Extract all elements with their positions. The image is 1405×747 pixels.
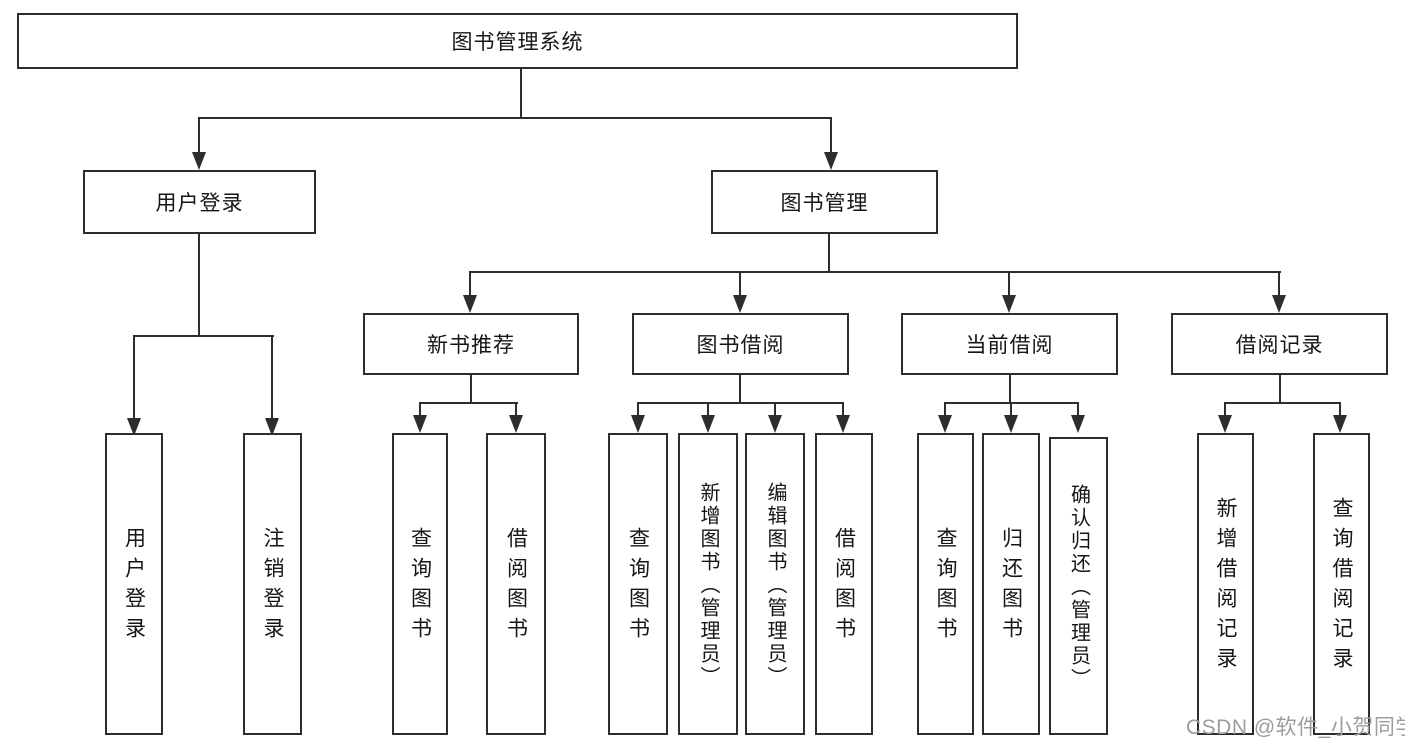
node-book-borrowing: 图书借阅	[632, 313, 849, 375]
node-new-book-recommend: 新书推荐	[363, 313, 579, 375]
arrowhead-down-icon	[733, 295, 747, 313]
connector-line	[198, 117, 200, 154]
connector-line	[739, 271, 741, 297]
leaf-user-login: 用户登录	[105, 433, 163, 735]
leaf-borrow-books: 借阅图书	[486, 433, 546, 735]
csdn-watermark: CSDN @软件_小贺同学	[1186, 716, 1405, 739]
connector-line	[133, 335, 135, 420]
arrowhead-down-icon	[463, 295, 477, 313]
connector-line	[133, 335, 274, 337]
connector-line	[707, 402, 709, 417]
connector-line	[470, 375, 472, 404]
arrowhead-down-icon	[192, 152, 206, 170]
connector-line	[1008, 271, 1010, 297]
connector-line	[469, 271, 471, 297]
leaf-return-books: 归还图书	[982, 433, 1040, 735]
arrowhead-down-icon	[701, 415, 715, 433]
leaf-edit-book-admin: 编辑图书（管理员）	[745, 433, 805, 735]
node-current-borrowing: 当前借阅	[901, 313, 1118, 375]
arrowhead-down-icon	[631, 415, 645, 433]
connector-line	[419, 402, 421, 417]
connector-line	[1224, 402, 1226, 417]
connector-line	[842, 402, 844, 417]
arrowhead-down-icon	[509, 415, 523, 433]
connector-line	[774, 402, 776, 417]
connector-line	[520, 69, 522, 118]
arrowhead-down-icon	[265, 418, 279, 436]
node-library-system: 图书管理系统	[17, 13, 1018, 69]
connector-line	[1224, 402, 1341, 404]
arrowhead-down-icon	[938, 415, 952, 433]
connector-line	[637, 402, 844, 404]
connector-line	[1278, 271, 1280, 297]
connector-line	[637, 402, 639, 417]
arrowhead-down-icon	[836, 415, 850, 433]
arrowhead-down-icon	[1002, 295, 1016, 313]
connector-line	[198, 234, 200, 337]
connector-line	[1279, 375, 1281, 404]
connector-line	[739, 375, 741, 404]
connector-line	[944, 402, 946, 417]
connector-line	[419, 402, 518, 404]
arrowhead-down-icon	[1071, 415, 1085, 433]
leaf-confirm-return-admin: 确认归还（管理员）	[1049, 437, 1108, 735]
arrowhead-down-icon	[1333, 415, 1347, 433]
leaf-borrow-books: 借阅图书	[815, 433, 873, 735]
leaf-query-books: 查询图书	[917, 433, 974, 735]
connector-line	[1009, 375, 1011, 404]
connector-line	[515, 402, 517, 417]
arrowhead-down-icon	[1218, 415, 1232, 433]
arrowhead-down-icon	[1272, 295, 1286, 313]
node-borrow-records: 借阅记录	[1171, 313, 1388, 375]
connector-line	[830, 117, 832, 154]
leaf-query-borrow-record: 查询借阅记录	[1313, 433, 1370, 735]
connector-line	[469, 271, 1281, 273]
arrowhead-down-icon	[413, 415, 427, 433]
leaf-add-book-admin: 新增图书（管理员）	[678, 433, 738, 735]
node-user-login: 用户登录	[83, 170, 316, 234]
leaf-query-books: 查询图书	[608, 433, 668, 735]
connector-line	[1339, 402, 1341, 417]
connector-line	[828, 234, 830, 273]
connector-line	[198, 117, 832, 119]
connector-line	[1077, 402, 1079, 417]
leaf-add-borrow-record: 新增借阅记录	[1197, 433, 1254, 735]
leaf-logout: 注销登录	[243, 433, 302, 735]
arrowhead-down-icon	[127, 418, 141, 436]
connector-line	[1010, 402, 1012, 417]
arrowhead-down-icon	[768, 415, 782, 433]
leaf-query-books: 查询图书	[392, 433, 448, 735]
arrowhead-down-icon	[1004, 415, 1018, 433]
connector-line	[271, 335, 273, 420]
node-book-management: 图书管理	[711, 170, 938, 234]
arrowhead-down-icon	[824, 152, 838, 170]
